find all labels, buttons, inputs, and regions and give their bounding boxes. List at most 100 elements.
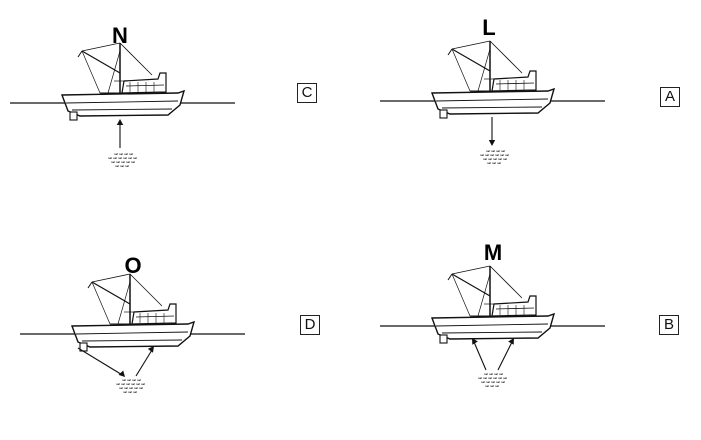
boom-tip	[447, 48, 453, 56]
signal-line	[497, 341, 513, 371]
fish	[483, 372, 488, 376]
rigging	[489, 265, 523, 299]
boom	[451, 273, 491, 297]
boat	[430, 265, 556, 344]
fish	[122, 156, 127, 160]
rigging	[489, 40, 523, 74]
boom-tip	[77, 50, 83, 58]
fish	[500, 149, 505, 153]
fish	[123, 386, 128, 390]
fish	[123, 152, 128, 156]
signal-line	[135, 349, 153, 377]
hull-stripe	[71, 108, 173, 111]
hull	[430, 312, 556, 340]
panel-m: M B	[370, 235, 700, 430]
sonar-signal	[77, 346, 154, 394]
fish-school	[107, 152, 137, 168]
boat	[70, 273, 196, 352]
rigging	[81, 42, 121, 52]
fish	[484, 384, 489, 388]
answer-box: D	[300, 315, 320, 335]
signal-line	[77, 347, 125, 377]
fish	[497, 157, 502, 161]
panel-o: O D	[0, 245, 330, 440]
arrowhead	[116, 119, 124, 125]
fish	[497, 376, 502, 380]
fish	[120, 160, 125, 164]
boat-scene	[380, 40, 605, 165]
hull-stripe	[435, 98, 549, 102]
hull-stripe	[441, 331, 543, 334]
sonar-signal	[107, 119, 137, 168]
fish	[482, 376, 487, 380]
arrowhead	[488, 140, 496, 146]
arrowhead	[118, 370, 125, 377]
rudder	[439, 109, 448, 119]
fish	[135, 382, 140, 386]
hull	[70, 320, 196, 348]
fish	[492, 157, 497, 161]
panel-letter: N	[112, 23, 128, 48]
rigging	[91, 281, 111, 325]
fish-school	[477, 372, 507, 388]
fish	[118, 386, 123, 390]
fish	[125, 160, 130, 164]
hull	[60, 89, 186, 117]
panel-letter: L	[482, 15, 496, 40]
panel-letter: M	[483, 240, 503, 265]
fish	[485, 149, 490, 153]
rigging	[107, 50, 121, 94]
fish	[125, 382, 130, 386]
answer-box: A	[660, 87, 680, 107]
boom	[451, 48, 491, 72]
fish	[502, 376, 507, 380]
fish	[126, 378, 131, 382]
fish	[477, 376, 482, 380]
rigging	[451, 273, 471, 317]
answer-box: C	[297, 83, 317, 103]
fish	[133, 386, 138, 390]
hull	[430, 87, 556, 115]
fish	[138, 386, 143, 390]
fish	[492, 376, 497, 380]
fish	[489, 153, 494, 157]
rigging	[117, 281, 131, 325]
cabin	[491, 295, 537, 317]
fish	[482, 157, 487, 161]
hull-stripe	[441, 106, 543, 109]
fish	[493, 372, 498, 376]
fish	[120, 382, 125, 386]
rudder	[439, 334, 448, 344]
rigging	[477, 48, 491, 92]
fish	[502, 157, 507, 161]
panel-n: N C	[0, 15, 330, 210]
fish-school	[479, 149, 509, 165]
hull-stripe	[435, 323, 549, 327]
fish	[504, 153, 509, 157]
rigging	[119, 42, 153, 76]
arrowhead	[147, 346, 154, 353]
fish	[118, 152, 123, 156]
fish	[479, 153, 484, 157]
fish	[107, 156, 112, 160]
sonar-signal	[479, 117, 509, 165]
fish	[499, 153, 504, 157]
fish	[130, 382, 135, 386]
fish	[128, 152, 133, 156]
cabin-window-line	[495, 82, 535, 85]
fish	[489, 384, 494, 388]
cabin	[131, 303, 177, 325]
fish	[124, 164, 129, 168]
boat	[60, 42, 186, 121]
cabin	[121, 72, 167, 94]
fish	[495, 149, 500, 153]
fish	[113, 152, 118, 156]
fish	[132, 390, 137, 394]
hull-stripe	[65, 100, 179, 104]
fish	[127, 390, 132, 394]
fish	[128, 386, 133, 390]
fish	[480, 380, 485, 384]
rigging	[451, 265, 491, 275]
fish	[136, 378, 141, 382]
boom	[81, 50, 121, 74]
